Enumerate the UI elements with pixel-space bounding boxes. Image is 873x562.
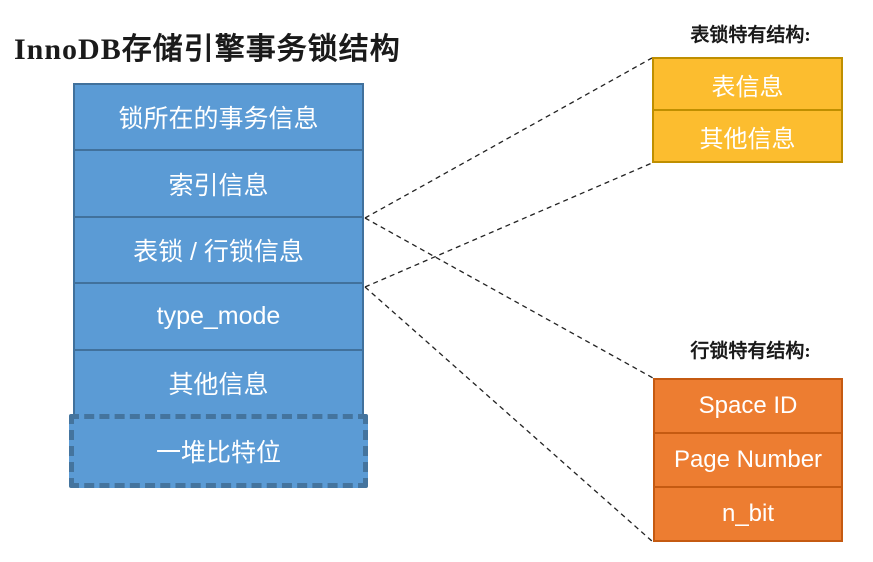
lock-structure-row-other-info: 其他信息 xyxy=(75,348,362,415)
table-lock-row-other-info: 其他信息 xyxy=(654,109,841,161)
row-lock-heading: 行锁特有结构: xyxy=(690,341,811,362)
lock-structure-row-index-info: 索引信息 xyxy=(75,149,362,215)
row-lock-box: Space ID Page Number n_bit xyxy=(653,378,843,542)
lock-structure-box: 锁所在的事务信息 索引信息 表锁 / 行锁信息 type_mode 其他信息 xyxy=(73,83,364,417)
diagram-title: InnoDB存储引擎事务锁结构 xyxy=(14,33,401,66)
table-lock-box: 表信息 其他信息 xyxy=(652,57,843,163)
table-lock-row-table-info: 表信息 xyxy=(711,73,784,101)
lock-structure-row-type-mode: type_mode xyxy=(75,282,362,348)
row-lock-row-n-bit: n_bit xyxy=(655,486,841,540)
lock-structure-row-table-or-row-lock: 表锁 / 行锁信息 xyxy=(75,215,362,282)
connector-line-to-rowlock-top xyxy=(364,217,654,379)
row-lock-row-page-number: Page Number xyxy=(655,432,841,486)
table-lock-heading: 表锁特有结构: xyxy=(690,25,811,46)
row-lock-row-space-id: Space ID xyxy=(698,392,798,419)
connector-line-to-table-bottom xyxy=(364,162,653,288)
connector-line-to-table-top xyxy=(364,57,653,219)
lock-structure-bits-row: 一堆比特位 xyxy=(69,414,368,488)
connector-line-to-rowlock-bottom xyxy=(364,286,654,543)
lock-structure-row-trx-info: 锁所在的事务信息 xyxy=(118,105,319,134)
